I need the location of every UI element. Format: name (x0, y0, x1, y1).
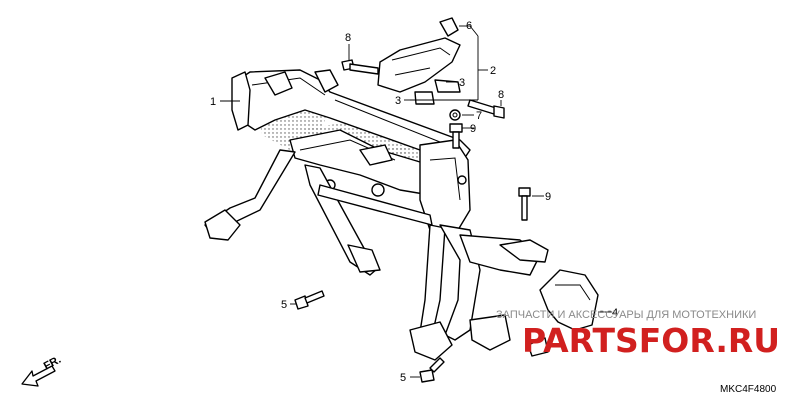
callout-3-lower: 3 (395, 95, 401, 107)
watermark-tagline: ЗАПЧАСТИ И АКСЕССУАРЫ ДЛЯ МОТОТЕХНИКИ (496, 309, 756, 321)
callout-5-left: 5 (281, 299, 287, 311)
nut-7 (449, 109, 461, 121)
callout-7: 7 (476, 110, 482, 122)
callout-5-bottom: 5 (400, 372, 406, 384)
callout-3-upper: 3 (459, 77, 465, 89)
leader-lines (220, 25, 612, 378)
bracket-assembly (377, 17, 461, 105)
bolt-8-right (467, 99, 505, 119)
callout-9-upper: 9 (470, 123, 476, 135)
side-bracket (527, 269, 599, 357)
fr-arrow-icon (21, 365, 56, 387)
bolt-5-bottom (419, 357, 445, 383)
watermark-brand: PARTSFOR.RU (522, 321, 780, 360)
callout-8-right: 8 (498, 89, 504, 101)
callout-2: 2 (490, 65, 496, 77)
frame-stay (204, 69, 549, 361)
callout-8-top: 8 (345, 32, 351, 44)
bolt-8-top (341, 59, 379, 75)
bolt-5-left (294, 290, 325, 310)
callout-9-lower: 9 (545, 191, 551, 203)
diagram-code: MKC4F4800 (720, 384, 777, 395)
callout-1: 1 (210, 96, 216, 108)
direction-label: FR. (42, 354, 63, 373)
callout-6: 6 (466, 20, 472, 32)
bolt-9-upper (449, 123, 463, 149)
callout-4: 4 (612, 307, 618, 319)
bolt-9-lower (518, 187, 531, 221)
